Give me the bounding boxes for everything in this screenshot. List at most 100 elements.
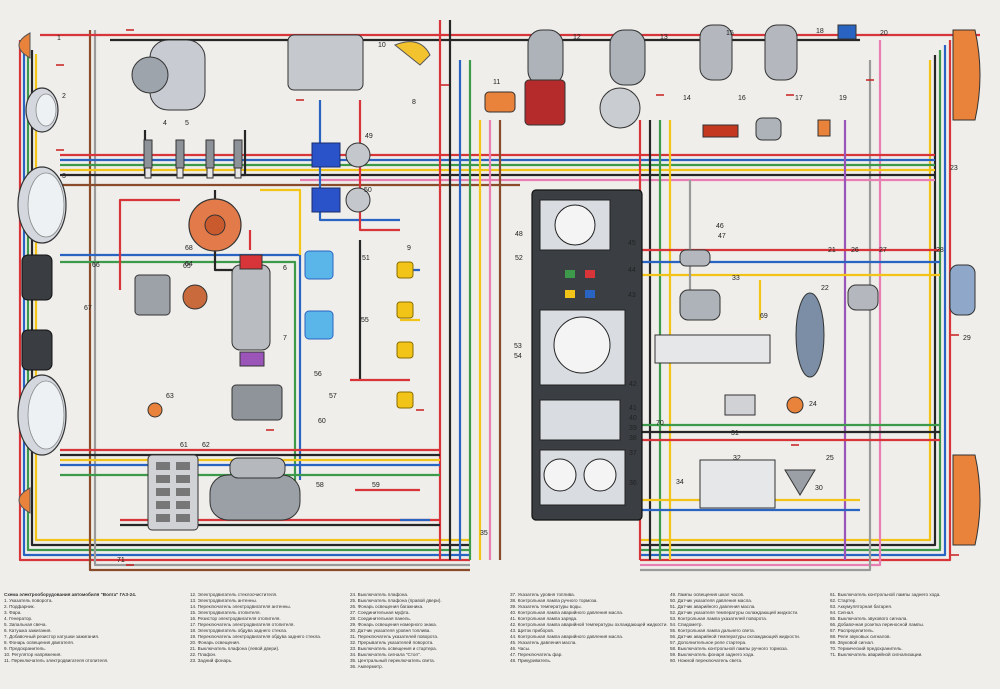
spark-plug: [205, 139, 215, 169]
headlight-lens: [27, 380, 65, 450]
component-label: 30: [815, 485, 823, 492]
wire: [640, 50, 942, 552]
legend-item: 50. Датчик указателя давления масла.: [670, 598, 753, 603]
legend-item: 69. Звуковой сигнал.: [830, 640, 875, 645]
trunk-lamp: [847, 284, 879, 311]
legend-item: 43. Щиток приборов.: [510, 628, 555, 633]
component-label: 46: [716, 223, 724, 230]
component-label: 60: [318, 418, 326, 425]
component-label: 18: [816, 28, 824, 35]
headlight-lens: [35, 93, 57, 127]
legend-item: 4. Генератор.: [4, 616, 33, 621]
rear-lamp: [952, 454, 981, 546]
component-label: 57: [329, 393, 337, 400]
turn-signal-flasher: [724, 394, 756, 416]
fuse: [176, 462, 190, 470]
legend-item: 30. Датчик указателя уровня топлива.: [350, 628, 431, 633]
component-label: 50: [364, 187, 372, 194]
wire: [260, 188, 302, 255]
legend-item: 52. Датчик указателя температуры охлажда…: [670, 610, 799, 615]
component-label: 10: [378, 42, 386, 49]
legend-item: 42. Контрольная лампа аварийной температ…: [510, 622, 668, 627]
sensor-body: [345, 187, 371, 213]
component-label: 65: [183, 263, 191, 270]
legend-item: 10. Регулятор напряжения.: [4, 652, 62, 657]
component-label: 2: [62, 93, 66, 100]
legend-item: 40. Контрольная лампа аварийного давлени…: [510, 610, 624, 615]
spark-plug-insulator: [144, 167, 152, 179]
legend-item: 56. Датчик аварийной температуры охлажда…: [670, 634, 801, 639]
heater-motor: [699, 24, 733, 81]
rear-window-blower-motor: [764, 24, 798, 81]
legend-item: 16. Резистор электродвигателя отопителя.: [190, 616, 281, 621]
legend-item: 32. Прерыватель указателей поворота.: [350, 640, 434, 645]
component-label: 47: [718, 233, 726, 240]
legend-item: 58. Выключатель контрольной лампы ручног…: [670, 646, 788, 651]
legend-item: 39. Указатель температуры воды.: [510, 604, 582, 609]
component-label: 14: [683, 95, 691, 102]
component-label: 5: [185, 120, 189, 127]
legend: Схема электрооборудования автомобиля "Во…: [0, 592, 1000, 689]
legend-item: 5. Запальная свеча.: [4, 622, 47, 627]
wire: [640, 45, 947, 557]
legend-item: 28. Соединительная панель.: [350, 616, 412, 621]
legend-item: 67. Распределитель.: [830, 628, 875, 633]
coolant-sensor: [304, 310, 334, 340]
central-light-switch: [699, 459, 776, 509]
component-label: 36: [629, 480, 637, 487]
legend-item: 34. Выключатель сигнала "Стоп".: [350, 652, 421, 657]
spark-plug: [143, 139, 153, 169]
legend-item: 45. Указатель давления масла.: [510, 640, 577, 645]
ignition-coil-top: [239, 254, 263, 270]
component-label: 45: [628, 240, 636, 247]
fuse: [176, 501, 190, 509]
wire: [640, 60, 932, 542]
legend-item: 7. Добавочный резистор катушки зажигания…: [4, 634, 100, 639]
license-plate-lamp: [949, 264, 976, 316]
legend-item: 22. Плафон.: [190, 652, 217, 657]
legend-item: 46. Часы.: [510, 646, 531, 651]
legend-item: 24. Выключатель плафона.: [350, 592, 409, 597]
legend-column-1: Схема электрооборудования автомобиля "Во…: [4, 592, 164, 664]
legend-item: 18. Электродвигатель обдува заднего стек…: [190, 628, 288, 633]
legend-item: 49. Лампы освещения шкал часов.: [670, 592, 745, 597]
starter-solenoid: [229, 457, 286, 479]
component-label: 70: [656, 420, 664, 427]
wire: [318, 100, 400, 222]
antenna-gear: [599, 87, 641, 129]
horn-button: [182, 284, 208, 310]
legend-item: 38. Контрольная лампа ручного тормоза.: [510, 598, 598, 603]
legend-item: 63. Аккумуляторная батарея.: [830, 604, 893, 609]
legend-item: 23. Задний фонарь.: [190, 658, 233, 663]
legend-item: 1. Указатель поворота.: [4, 598, 53, 603]
component-label: 39: [629, 425, 637, 432]
turn-signal-front-left-lower: [18, 487, 31, 514]
component-label: 23: [950, 165, 958, 172]
component-label: 48: [515, 231, 523, 238]
component-label: 15: [726, 30, 734, 37]
fuse: [176, 488, 190, 496]
component-label: 59: [372, 482, 380, 489]
engine-lamp: [394, 41, 431, 66]
legend-item: 13. Электродвигатель антенны.: [190, 598, 258, 603]
lamp: [837, 24, 857, 40]
legend-item: 29. Фонарь освещения номерного знака.: [350, 622, 437, 627]
fuse: [156, 462, 170, 470]
component-label: 16: [738, 95, 746, 102]
component-label: 19: [839, 95, 847, 102]
component-label: 68: [185, 245, 193, 252]
blower-switch: [817, 119, 831, 137]
generator-pulley: [131, 56, 169, 94]
component-label: 35: [480, 530, 488, 537]
legend-item: 12. Электродвигатель стеклоочистителя.: [190, 592, 278, 597]
component-label: 55: [361, 317, 369, 324]
gauge-face: [543, 458, 577, 492]
fuse: [156, 475, 170, 483]
legend-column-4: 37. Указатель уровня топлива. 38. Контро…: [510, 592, 668, 664]
fuse: [176, 514, 190, 522]
distributor-cap: [204, 214, 226, 236]
ballast-resistor: [239, 351, 265, 367]
voltage-regulator: [287, 34, 364, 91]
warning-lamp: [565, 290, 575, 298]
component-label: 33: [732, 275, 740, 282]
